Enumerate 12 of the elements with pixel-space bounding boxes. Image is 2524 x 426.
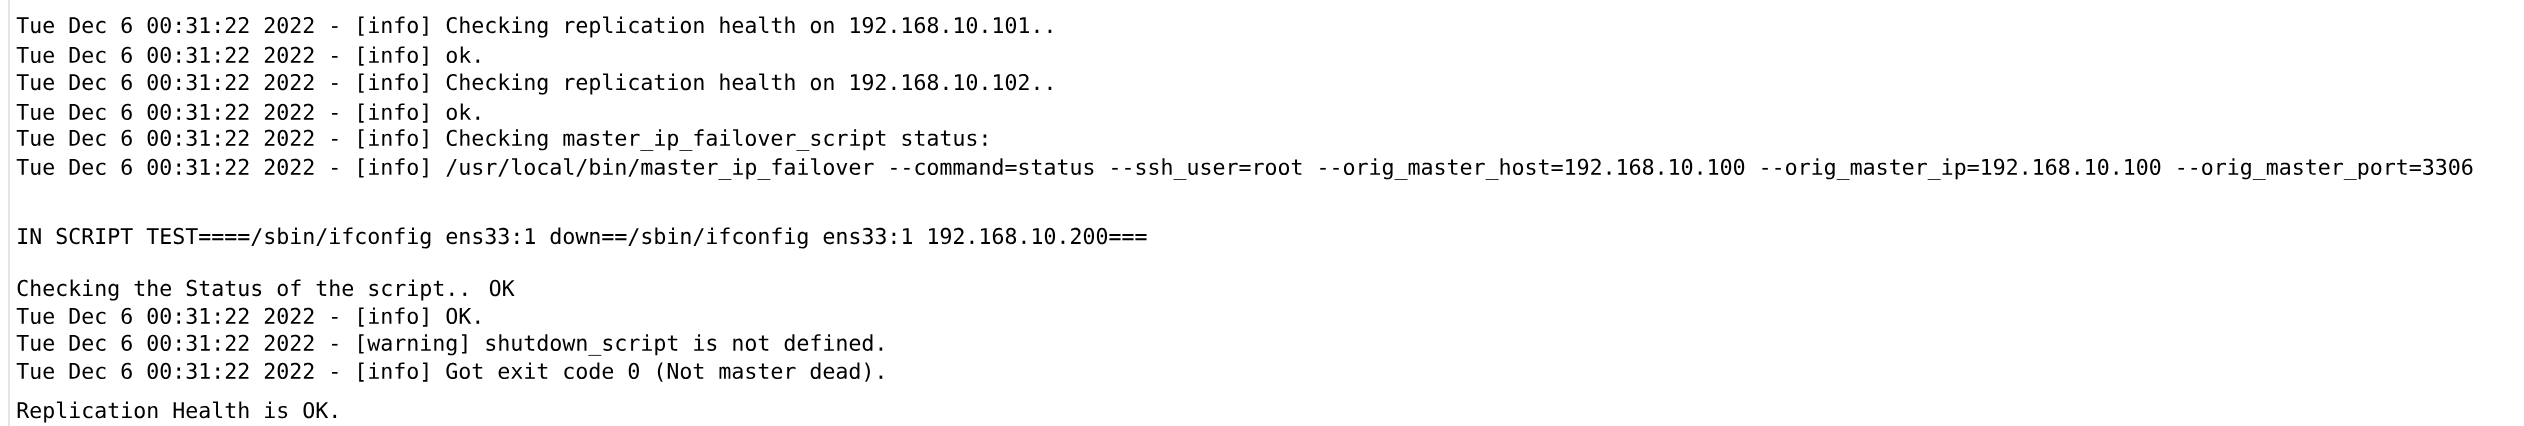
log-line: Tue Dec 6 00:31:22 2022 - [info] Checking replication health on 192.168.10.101..	[16, 16, 1052, 38]
log-line: Checking the Status of the script.. OK	[17, 279, 515, 301]
log-line: Tue Dec 6 00:31:22 2022 - [warning] shutdown_script is not defined.	[16, 334, 883, 356]
log-line: IN SCRIPT TEST====/sbin/ifconfig ens33:1 down==/sbin/ifconfig ens33:1 192.168.10.200===	[18, 227, 1147, 249]
log-line: Tue Dec 6 00:31:22 2022 - [info] ok.	[16, 103, 480, 123]
log-line: Replication Health is OK.	[17, 401, 337, 423]
log-line: Tue Dec 6 00:31:22 2022 - [info] /usr/local/bin/master_ip_failover --command=status --ssh_user=root --orig_master_host=192.168.10.100 --orig_master_ip=192.168.10.100 --orig_master_port=3306	[16, 158, 2473, 180]
log-line: Tue Dec 6 00:31:22 2022 - [info] Checking replication health on 192.168.10.102..	[16, 73, 1052, 95]
log-line: Tue Dec 6 00:31:22 2022 - [info] Got exit code 0 (Not master dead).	[16, 362, 883, 382]
log-line: Tue Dec 6 00:31:22 2022 - [info] ok.	[16, 46, 480, 66]
log-line: Tue Dec 6 00:31:22 2022 - [info] Checking master_ip_failover_script status:	[16, 129, 987, 151]
log-line: Tue Dec 6 00:31:22 2022 - [info] OK.	[16, 307, 480, 327]
